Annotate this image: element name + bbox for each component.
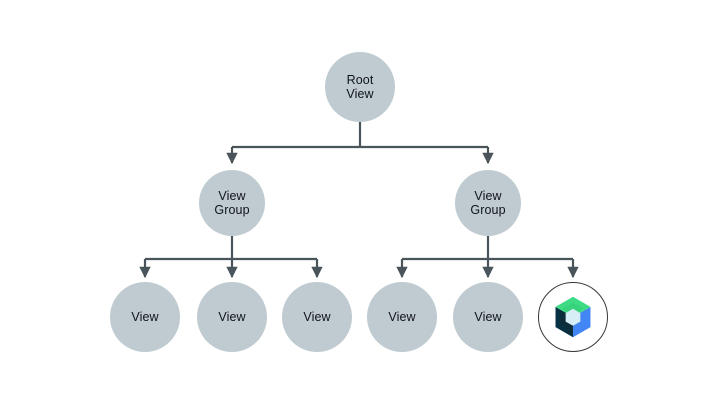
node-view-4-label: View xyxy=(388,310,416,324)
node-view-1[interactable]: View xyxy=(110,282,180,352)
compose-logo-center xyxy=(565,308,581,326)
compose-logo-right-face xyxy=(573,306,591,338)
node-view-group-right[interactable]: View Group xyxy=(455,170,521,236)
node-compose-logo[interactable] xyxy=(538,282,608,352)
node-view-group-right-label: View Group xyxy=(470,189,506,217)
node-view-5-label: View xyxy=(474,310,502,324)
node-root-view[interactable]: Root View xyxy=(325,52,395,122)
node-view-group-left[interactable]: View Group xyxy=(199,170,265,236)
jetpack-compose-logo xyxy=(550,294,596,340)
node-view-5[interactable]: View xyxy=(453,282,523,352)
node-view-4[interactable]: View xyxy=(367,282,437,352)
node-view-3-label: View xyxy=(303,310,331,324)
node-view-2-label: View xyxy=(218,310,246,324)
node-view-group-left-label: View Group xyxy=(214,189,250,217)
node-view-1-label: View xyxy=(131,310,159,324)
node-view-2[interactable]: View xyxy=(197,282,267,352)
node-view-3[interactable]: View xyxy=(282,282,352,352)
node-root-view-label: Root View xyxy=(346,73,374,101)
